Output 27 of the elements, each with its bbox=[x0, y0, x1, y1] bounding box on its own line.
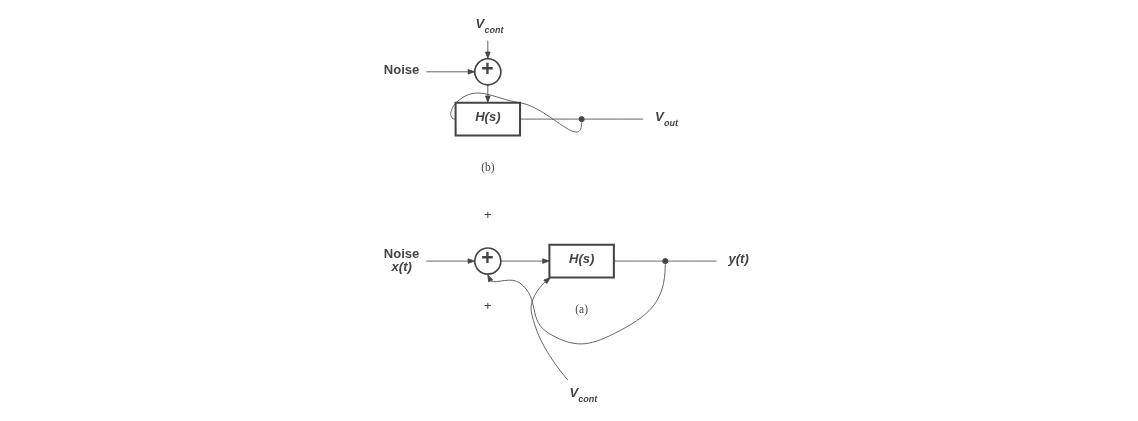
arrow bbox=[485, 84, 491, 103]
node-circle: + bbox=[473, 247, 502, 275]
connector bbox=[519, 118, 580, 120]
connector bbox=[667, 260, 717, 262]
arrow bbox=[487, 263, 666, 345]
arrow bbox=[500, 258, 550, 264]
connector bbox=[584, 118, 644, 120]
arrow bbox=[425, 258, 476, 264]
node-text: V$_{cont}$ bbox=[569, 385, 598, 405]
node-circle: + bbox=[473, 57, 502, 86]
connector bbox=[613, 260, 663, 262]
arrow bbox=[485, 40, 491, 59]
node-text: y(t) bbox=[728, 251, 749, 267]
label: (b) bbox=[481, 161, 495, 174]
label: + bbox=[484, 206, 492, 222]
arrow bbox=[425, 69, 476, 75]
node-text: V$_{out}$ bbox=[655, 109, 679, 129]
arrow bbox=[530, 277, 569, 381]
node-dot bbox=[578, 116, 585, 123]
node-box: H(s) bbox=[454, 101, 522, 137]
node-box: H(s) bbox=[548, 243, 615, 279]
node-text: V$_{cont}$ bbox=[475, 16, 504, 36]
node-text: Noise bbox=[383, 62, 420, 78]
label: + bbox=[484, 297, 492, 313]
node-text: Noise x(t) bbox=[383, 245, 420, 274]
node-dot bbox=[662, 258, 669, 265]
label: (a) bbox=[575, 303, 588, 316]
